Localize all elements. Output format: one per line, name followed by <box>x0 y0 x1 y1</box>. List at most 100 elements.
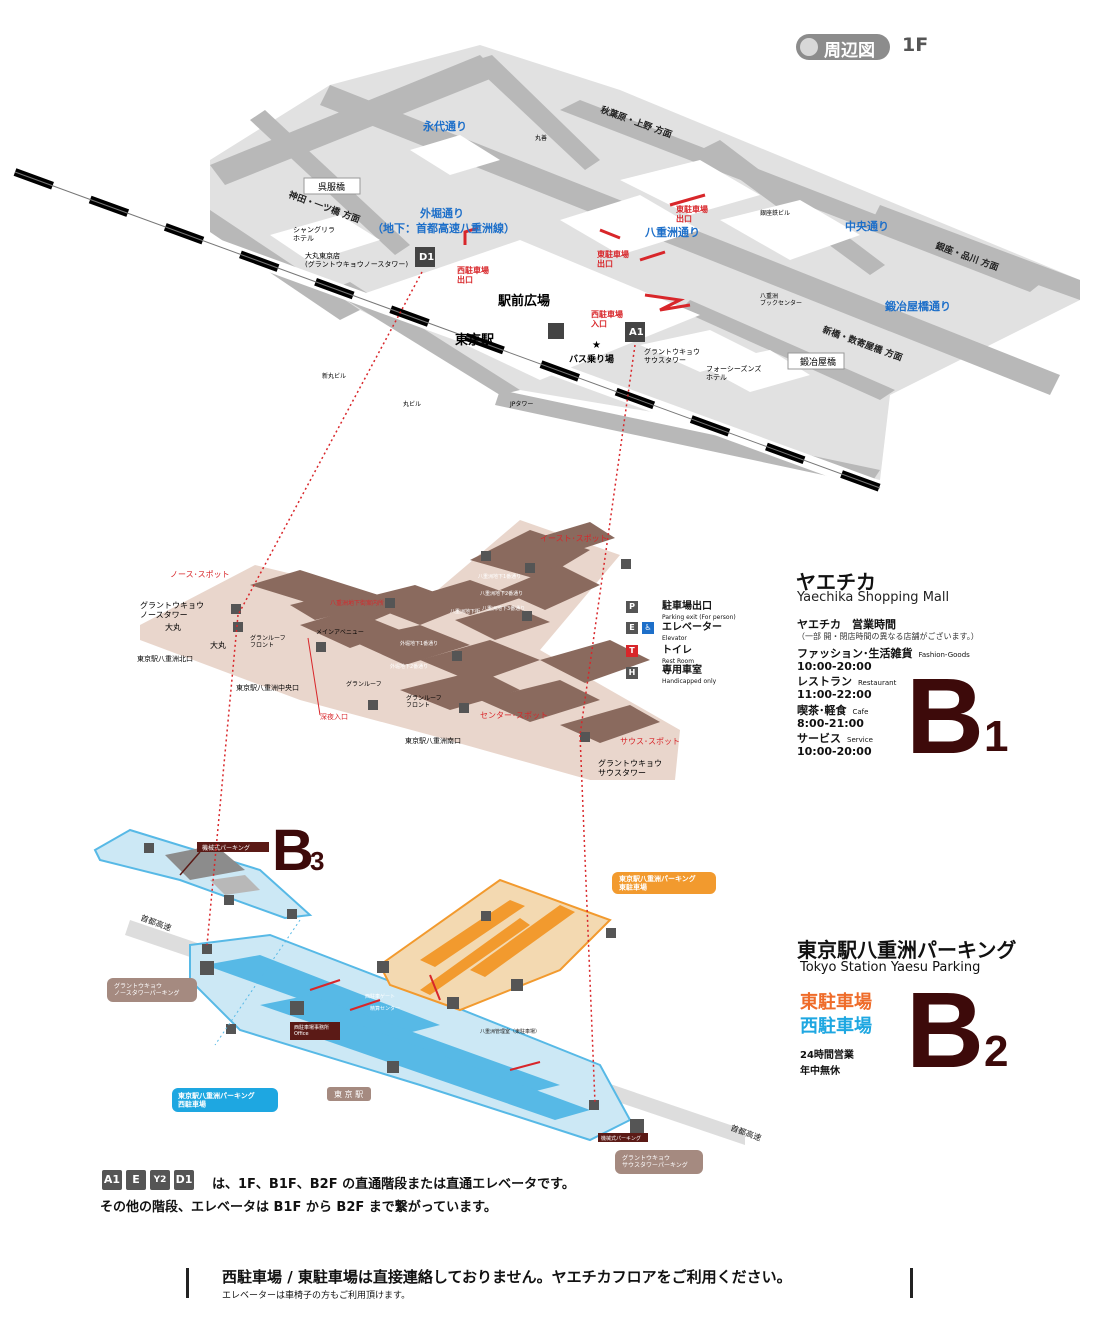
footer-d1-icon: D1 <box>174 1170 194 1190</box>
footer-line-2: その他の階段、エレベータは B1F から B2F まで繋がっています。 <box>100 1200 497 1215</box>
notice-bar-left <box>186 1268 189 1298</box>
d1-marker-label: D1 <box>419 252 434 263</box>
east-parking-name: 東駐車場 <box>800 992 872 1013</box>
notice-bar-right <box>910 1268 913 1298</box>
yaechika-hours-note: （一部 開・閉店時間の異なる店舗がございます。） <box>797 632 979 641</box>
place-tokyo-station: 東京駅 <box>455 332 495 348</box>
place-daimaru: 大丸東京店(グラントウキョウノースタワー) <box>305 251 408 268</box>
vertical-connectors <box>206 271 636 1104</box>
place-gt-south: グラントウキョウサウスタワー <box>644 347 700 364</box>
gt-south-parking-label: グラントウキョウサウスタワーパーキング <box>622 1154 688 1169</box>
b1-gaibori-2: 外堀地下2番通り <box>390 663 428 670</box>
badge-dot-icon <box>800 38 818 56</box>
b1-facility-icons <box>231 551 631 742</box>
legend-handicapped: 専用車室 Handicapped only <box>662 665 717 685</box>
b1-yaesu-3: 八重洲地下3番通り <box>482 605 525 612</box>
east-lot-badge <box>612 872 716 894</box>
b1-north-exit: 東京駅八重洲北口 <box>137 654 193 663</box>
map-b1: ノース･スポット イースト･スポット センター･スポット サウス･スポット グラ… <box>137 520 680 780</box>
b1-gt-south: グラントウキョウサウスタワー <box>598 758 662 778</box>
b2-parking-icons <box>200 911 644 1133</box>
parking-open-hours: 24時間営業 年中無休 <box>800 1050 854 1077</box>
gofukubashi-box <box>303 177 361 195</box>
b1-floor-number: 1 <box>984 712 1009 761</box>
west-entrance-label: 西駐車場入口 <box>590 309 623 329</box>
b2-west-lanes <box>205 955 590 1120</box>
b3-mech-parking <box>165 845 245 880</box>
b1-center-spot: センター･スポット <box>480 711 548 720</box>
west-lot-badge <box>172 1088 278 1112</box>
night-entrance-leader <box>307 637 321 716</box>
office-badge <box>290 1022 340 1040</box>
tokyo-station-b2: 東 京 駅 <box>334 1089 363 1099</box>
place-ginza-bldg: 銀座鉄ビル <box>760 209 790 217</box>
footer-elevator-icon: E <box>126 1170 146 1190</box>
b3-floor-letter: B <box>272 818 314 883</box>
b3-mech-label: 機械式パーキング <box>202 844 250 852</box>
b1-central-exit: 東京駅八重洲中央口 <box>236 683 299 692</box>
parking-arrows <box>463 193 706 312</box>
yaesu-sub-label: 八重洲管理室（東駐車場） <box>480 1028 540 1035</box>
street-sotobori-sub: （地下：首都高速八重洲線） <box>372 221 515 235</box>
b1-gaibori-1: 外堀地下1番通り <box>400 640 438 647</box>
gt-south-parking-badge <box>615 1150 703 1174</box>
mech-2-label: 機械式パーキング <box>601 1135 641 1142</box>
place-shinmaru: 新丸ビル <box>322 372 346 380</box>
place-maru: 丸善 <box>535 134 547 142</box>
b3-y-icon <box>287 909 297 919</box>
b1-main-ave: メインアベニュー <box>316 629 364 636</box>
b1-south-exit: 東京駅八重洲南口 <box>405 736 461 745</box>
east-exit-label-2: 東駐車場出口 <box>597 249 629 269</box>
legend-handicapped-icon: H <box>626 667 638 679</box>
b3-mech-badge <box>197 842 269 852</box>
b1-green-front-2: グランルーフフロント <box>406 694 442 709</box>
b1-daimaru-1: 大丸 <box>165 622 181 632</box>
b3-floor-number: 3 <box>310 846 325 876</box>
b3-accessible-icon <box>144 843 154 853</box>
place-marubiru: 丸ビル <box>403 400 421 408</box>
b1-yaesu-bldg: 八重洲地下街 <box>450 608 480 615</box>
west-gate: 西駐車ゲート <box>365 993 395 1000</box>
street-yaesu: 八重洲通り <box>644 225 700 239</box>
b3-mech-leader <box>179 851 201 876</box>
legend-restroom-icon: T <box>626 645 638 657</box>
map-b2: 東京駅八重洲パーキング東駐車場 東京駅八重洲パーキング西駐車場 グラントウキョウ… <box>107 872 763 1174</box>
b2-arrows <box>309 974 541 1071</box>
bus-star-icon: ★ <box>592 340 601 351</box>
parking-title-en: Tokyo Station Yaesu Parking <box>800 960 981 975</box>
kajibashi-box <box>787 352 845 370</box>
east-exit-label-1: 東駐車場出口 <box>676 204 708 224</box>
place-shangrila: シャングリラホテル <box>293 225 335 242</box>
place-ekimae: 駅前広場 <box>497 293 550 309</box>
b1-yaesu-2: 八重洲地下2番通り <box>480 590 523 597</box>
legend-elevator-icon: E <box>626 622 638 634</box>
b2-floor-number: 2 <box>984 1027 1009 1076</box>
west-parking-name: 西駐車場 <box>800 1016 872 1037</box>
map-b3: 機械式パーキング <box>93 828 313 920</box>
place-kajibashi: 鍛冶屋橋 <box>800 356 836 368</box>
place-yaesu-book: 八重洲ブックセンター <box>760 292 802 307</box>
b1-green-front-1: グランルーフフロント <box>250 634 286 649</box>
west-exit-label: 西駐車場出口 <box>457 265 489 285</box>
yaechika-title-en: Yaechika Shopping Mall <box>797 590 950 605</box>
mech-2-badge <box>598 1133 648 1142</box>
west-lot-label: 東京駅八重洲パーキング西駐車場 <box>178 1091 255 1108</box>
a1-marker-label: A1 <box>629 327 644 338</box>
b1-north-spot: ノース･スポット <box>170 570 230 579</box>
d1-marker-icon <box>415 247 435 267</box>
badge-label: 周辺図 <box>824 41 875 61</box>
tokyo-station-badge <box>327 1087 371 1101</box>
b1-night-entrance: 深夜入口 <box>320 712 348 721</box>
notice-text: 西駐車場 / 東駐車場は直接連絡しておりません。ヤエチカフロアをご利用ください。 <box>222 1268 792 1286</box>
b2-floor-letter: B <box>906 969 984 1090</box>
street-eidai: 永代通り <box>422 119 467 133</box>
footer-y2-icon: Y2 <box>150 1170 170 1190</box>
b3-n-icon <box>224 895 234 905</box>
legend-parking-exit-icon: P <box>626 601 638 613</box>
b2-east-lanes <box>420 900 575 995</box>
street-sotobori: 外堀通り <box>419 206 464 220</box>
